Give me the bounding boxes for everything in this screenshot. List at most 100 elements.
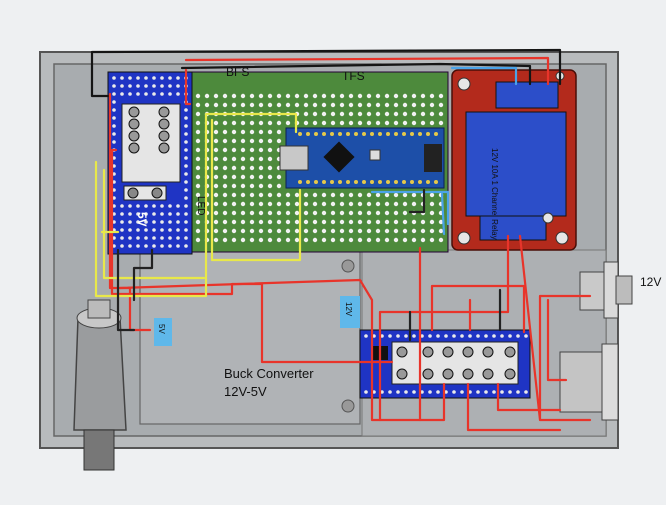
perf-hole <box>276 93 282 99</box>
pcb-hole <box>444 334 448 338</box>
perf-hole <box>222 201 228 207</box>
pcb-hole <box>120 228 124 232</box>
perf-hole <box>222 192 228 198</box>
perf-hole <box>321 102 327 108</box>
perf-hole <box>348 93 354 99</box>
pcb-hole <box>396 334 400 338</box>
perf-hole <box>240 147 246 153</box>
perf-hole <box>357 192 363 198</box>
label-box-12v: 12V <box>340 296 360 328</box>
pcb-hole <box>428 334 432 338</box>
perf-hole <box>258 138 264 144</box>
perf-hole <box>321 237 327 243</box>
perf-hole <box>195 120 201 126</box>
pcb-hole <box>168 92 172 96</box>
perf-hole <box>267 210 273 216</box>
pin <box>322 180 326 184</box>
pcb-hole <box>168 204 172 208</box>
perf-hole <box>240 219 246 225</box>
perf-hole <box>240 174 246 180</box>
pcb-hole <box>176 244 180 248</box>
wire <box>94 112 298 298</box>
pcb-hole <box>364 334 368 338</box>
perf-hole <box>213 183 219 189</box>
perf-hole <box>411 237 417 243</box>
pin <box>330 132 334 136</box>
perf-hole <box>240 120 246 126</box>
perf-hole <box>222 156 228 162</box>
perf-hole <box>366 210 372 216</box>
perf-hole <box>420 93 426 99</box>
perf-hole <box>195 228 201 234</box>
perf-hole <box>393 237 399 243</box>
pcb-hole <box>112 84 116 88</box>
perf-hole <box>276 120 282 126</box>
pcb-hole <box>176 220 180 224</box>
pcb-hole <box>152 244 156 248</box>
pcb-hole <box>436 334 440 338</box>
perf-hole <box>384 219 390 225</box>
relay-label: 12V 10A 1 Channel Relay <box>490 148 499 240</box>
perf-hole <box>249 237 255 243</box>
perf-hole <box>195 111 201 117</box>
pcb-hole <box>152 84 156 88</box>
screw <box>158 130 170 142</box>
wire <box>116 248 154 332</box>
perf-hole <box>348 228 354 234</box>
perf-hole <box>384 201 390 207</box>
perf-hole <box>438 93 444 99</box>
perf-hole <box>213 210 219 216</box>
perf-hole <box>303 210 309 216</box>
pin <box>298 180 302 184</box>
pcb-hole <box>144 236 148 240</box>
screw <box>422 346 434 358</box>
perf-hole <box>312 210 318 216</box>
pin <box>306 132 310 136</box>
buck-screw-hole <box>341 399 355 413</box>
perf-hole <box>240 192 246 198</box>
perf-hole <box>420 228 426 234</box>
perf-hole <box>375 210 381 216</box>
perf-hole <box>240 156 246 162</box>
perf-hole <box>294 201 300 207</box>
pcb-hole <box>120 220 124 224</box>
perf-hole <box>321 93 327 99</box>
pcb-hole <box>120 84 124 88</box>
label-buck-converter: Buck Converter <box>224 366 314 381</box>
pin <box>434 180 438 184</box>
perf-hole <box>402 111 408 117</box>
perf-hole <box>222 147 228 153</box>
pin <box>410 132 414 136</box>
perf-hole <box>240 165 246 171</box>
perf-hole <box>321 219 327 225</box>
perf-hole <box>249 102 255 108</box>
screw <box>128 106 140 118</box>
perf-hole <box>339 102 345 108</box>
pin <box>394 132 398 136</box>
perf-hole <box>312 120 318 126</box>
perf-hole <box>438 111 444 117</box>
pcb-hole <box>128 92 132 96</box>
pcb-hole <box>160 204 164 208</box>
perf-hole <box>321 201 327 207</box>
perf-hole <box>348 120 354 126</box>
perf-hole <box>393 120 399 126</box>
perf-hole <box>366 192 372 198</box>
perf-hole <box>330 111 336 117</box>
perf-hole <box>276 174 282 180</box>
perf-hole <box>321 210 327 216</box>
perf-hole <box>357 237 363 243</box>
wiring <box>90 48 592 432</box>
pcb-hole <box>160 84 164 88</box>
pin <box>314 132 318 136</box>
perf-hole <box>348 111 354 117</box>
perf-hole <box>249 219 255 225</box>
pcb-hole <box>120 76 124 80</box>
perf-hole <box>357 102 363 108</box>
perf-hole <box>213 156 219 162</box>
perf-hole <box>348 219 354 225</box>
pcb-hole <box>112 124 116 128</box>
perf-hole <box>222 219 228 225</box>
label-12v-edge: 12V <box>640 275 661 289</box>
